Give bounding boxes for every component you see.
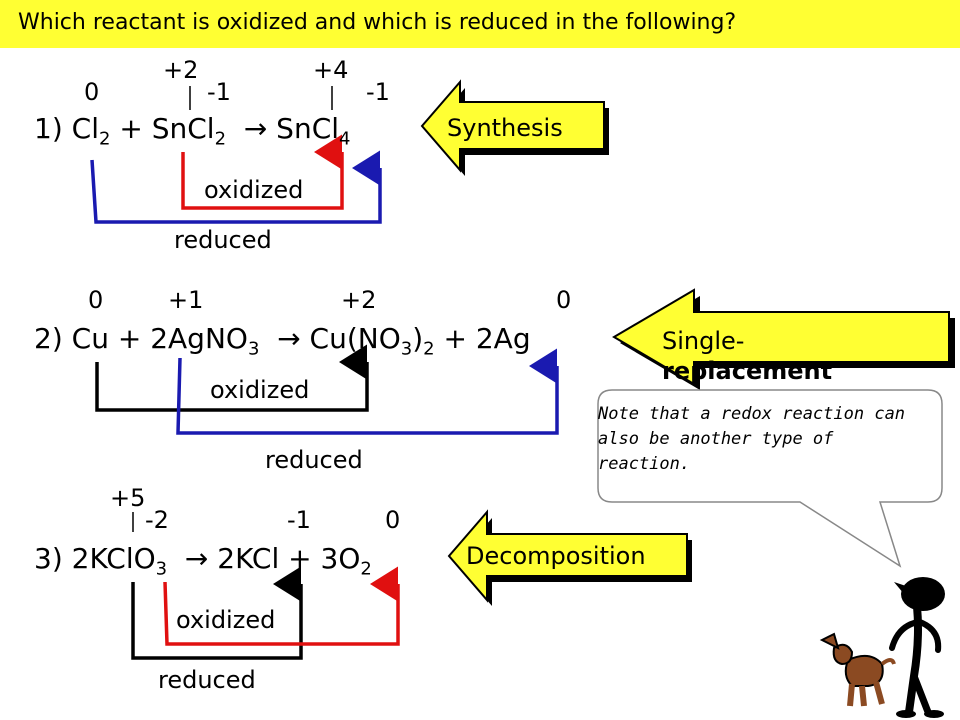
eq3-oxidized-line: [163, 566, 400, 646]
eq1-ox-cl4: -1: [366, 78, 390, 106]
single-replacement-line2: replacement: [662, 357, 833, 385]
eq2-ox-ag: +1: [168, 286, 204, 314]
equation-3: 3) 2KClO3 → 2KCl + 3O2: [34, 542, 372, 580]
decomposition-label: Decomposition: [466, 542, 646, 570]
eq1-oxidized-label: oxidized: [204, 176, 304, 204]
eq1-ox-cl2: 0: [84, 78, 100, 106]
eq1-oxidized-line: [181, 134, 344, 210]
eq1-ox-cl: -1: [207, 78, 231, 106]
synthesis-arrow-shape: [420, 79, 609, 176]
eq3-ox-o2: 0: [385, 506, 401, 534]
eq2-ox-cu: 0: [88, 286, 104, 314]
eq3-ox-o: -2: [145, 506, 169, 534]
eq3-number: 3): [34, 542, 63, 575]
eq1-reduced-line: [90, 150, 382, 224]
eq2-oxidized-line: [95, 344, 369, 412]
eq2-ox-cu2: +2: [341, 286, 377, 314]
single-replacement-arrow-shape: [612, 288, 955, 390]
title-bar: [0, 0, 960, 48]
speech-bubble-shape: [597, 389, 943, 568]
eq3-reduced-label: reduced: [158, 666, 256, 694]
eq2-reduced-label: reduced: [265, 446, 363, 474]
eq3-reduced-line: [131, 566, 303, 660]
eq3-oxidized-label: oxidized: [176, 606, 276, 634]
eq3-ox-cl: +5: [110, 484, 146, 512]
eq2-reduced-line: [176, 348, 559, 435]
eq1-reduced-label: reduced: [174, 226, 272, 254]
equation-2: 2) Cu + 2AgNO3 → Cu(NO3)2 + 2Ag: [34, 322, 531, 360]
single-replacement-line1: Single-: [662, 327, 745, 355]
decomposition-arrow-shape: [447, 509, 692, 606]
slide-title: Which reactant is oxidized and which is …: [18, 10, 737, 35]
equation-1: 1) Cl2 + SnCl2 → SnCl4: [34, 112, 351, 150]
single-replacement-label: Single- replacement: [662, 326, 832, 386]
dog-icon: [819, 632, 896, 707]
eq3-ox-kcl: -1: [287, 506, 311, 534]
eq2-ox-ag0: 0: [556, 286, 572, 314]
eq1-ox-sn: +2: [163, 56, 199, 84]
eq1-number: 1): [34, 112, 63, 145]
synthesis-label: Synthesis: [447, 114, 563, 142]
eq2-number: 2): [34, 322, 63, 355]
stick-figure-icon: [889, 577, 945, 718]
speech-bubble-note: Note that a redox reaction can also be a…: [598, 404, 906, 474]
eq1-ox-sn4: +4: [313, 56, 349, 84]
eq2-oxidized-label: oxidized: [210, 376, 310, 404]
